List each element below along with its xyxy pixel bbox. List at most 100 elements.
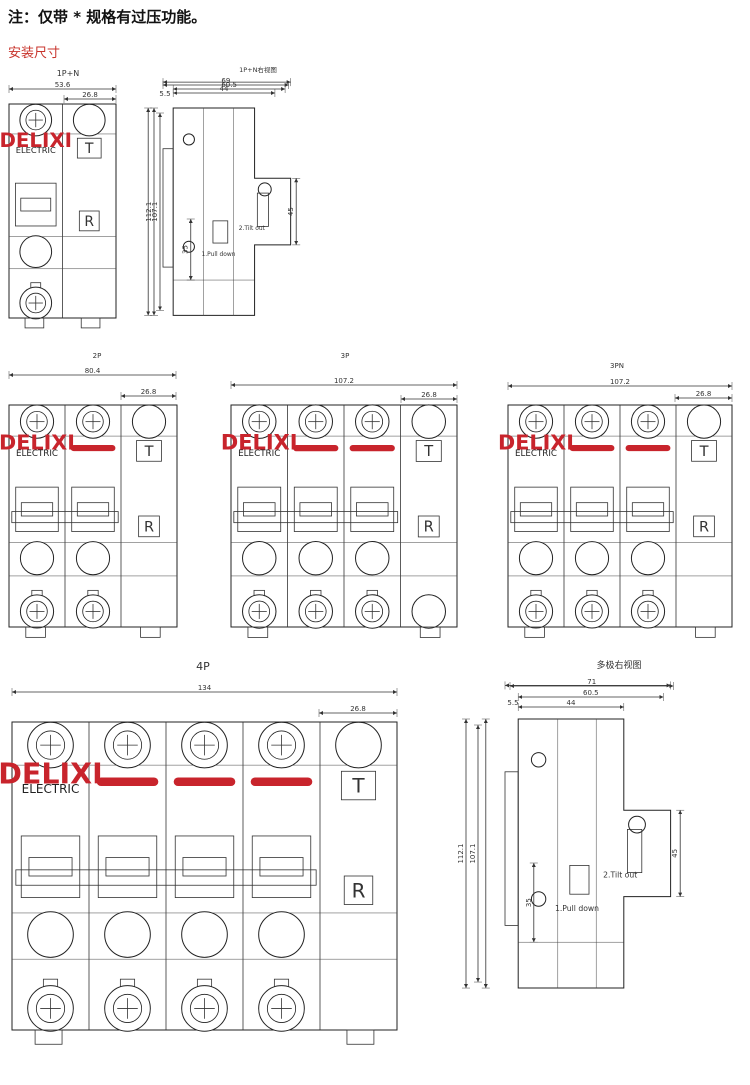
wire-entry xyxy=(104,911,151,958)
wire-entry xyxy=(181,911,228,958)
dimension-label: 60.5 xyxy=(583,689,599,697)
dimension-label: 45 xyxy=(671,849,679,858)
brand-sub: ELECTRIC xyxy=(238,449,280,459)
dimension-label: 107.1 xyxy=(151,202,159,222)
brand-logo: DELIXI xyxy=(0,758,103,791)
din-clip xyxy=(24,317,45,329)
switch-handle-grip xyxy=(28,857,73,877)
view-title: 1P+N右视图 xyxy=(239,65,277,74)
dimension-label: 112.1 xyxy=(145,202,153,222)
indicator-circle xyxy=(411,594,446,629)
dimension-label: 107.2 xyxy=(610,378,630,386)
reset-button xyxy=(78,210,100,232)
brand-sub: ELECTRIC xyxy=(16,145,56,155)
switch-handle xyxy=(293,486,338,532)
reset-button xyxy=(693,515,715,538)
brand-logo: DELIXI xyxy=(0,430,75,454)
rivet xyxy=(628,815,646,834)
view-title: 4P xyxy=(196,660,210,673)
dimension-label: 71 xyxy=(587,678,596,686)
reset-button-label: R xyxy=(699,520,709,536)
wire-entry xyxy=(75,541,111,576)
reset-button-label: R xyxy=(144,520,154,536)
test-button-label: T xyxy=(699,444,709,460)
switch-handle xyxy=(237,486,282,532)
switch-handle-grip xyxy=(356,502,389,517)
wire-entry xyxy=(574,541,610,576)
tie-bar xyxy=(15,869,317,886)
wire-entry xyxy=(298,540,333,576)
dimension-label: 26.8 xyxy=(696,390,712,398)
red-bar xyxy=(569,444,615,452)
dimension-label: 5.5 xyxy=(159,90,170,98)
view-title: 多极右视图 xyxy=(596,659,641,671)
dimension-label: 134 xyxy=(198,684,212,692)
wire-entry xyxy=(19,235,53,269)
indicator-circle xyxy=(131,404,167,439)
dimension-label: 107.1 xyxy=(469,843,477,863)
din-clip xyxy=(34,1029,63,1045)
pull-label: 1.Pull down xyxy=(555,904,599,913)
dimension-label: 112.1 xyxy=(457,843,465,863)
indicator-circle xyxy=(72,103,106,137)
dimension-label: 44 xyxy=(567,699,576,707)
switch-handle-grip xyxy=(20,502,54,517)
din-clip xyxy=(419,626,441,638)
brand-sub: ELECTRIC xyxy=(515,449,557,459)
din-clip xyxy=(346,1029,375,1045)
red-bar xyxy=(250,777,313,786)
brand-logo: DELIXI xyxy=(498,430,574,454)
switch-handle-grip xyxy=(182,857,227,877)
dimension-label: 69 xyxy=(221,77,230,85)
switch-handle xyxy=(20,835,81,898)
handle-outline xyxy=(212,220,229,244)
wire-entry xyxy=(518,541,554,576)
switch-handle xyxy=(570,486,614,532)
switch-handle-grip xyxy=(243,502,276,517)
red-bar xyxy=(96,777,159,786)
test-button xyxy=(76,137,102,159)
test-button-label: T xyxy=(144,444,154,460)
din-clip xyxy=(140,626,161,638)
side-label xyxy=(627,829,643,874)
brand-sub: ELECTRIC xyxy=(16,449,58,459)
dimension-label: 53.6 xyxy=(55,81,71,89)
switch-handle-grip xyxy=(105,857,150,877)
switch-handle xyxy=(514,486,558,532)
test-button-label: T xyxy=(351,774,365,798)
din-clip xyxy=(695,626,716,638)
reset-button xyxy=(138,515,160,538)
view-title: 2P xyxy=(93,352,102,360)
view-title: 1P+N xyxy=(57,69,80,78)
switch-handle xyxy=(626,486,670,532)
side-label xyxy=(256,192,269,227)
wire-entry xyxy=(630,541,666,576)
reset-button-label: R xyxy=(352,878,366,902)
tie-bar xyxy=(11,511,119,524)
view-title: 3PN xyxy=(610,362,624,370)
dimension-label: 60.5 xyxy=(221,81,237,89)
switch-handle-grip xyxy=(299,502,332,517)
wire-entry xyxy=(27,911,74,958)
reset-button-label: R xyxy=(424,519,434,536)
section-title: 安装尺寸 xyxy=(8,46,61,61)
brand-logo: DELIXI xyxy=(0,129,72,152)
switch-handle xyxy=(251,835,312,898)
switch-handle xyxy=(97,835,158,898)
tie-bar xyxy=(510,511,674,524)
red-bar xyxy=(70,444,116,452)
test-button-label: T xyxy=(423,443,433,460)
switch-handle xyxy=(15,486,59,532)
reset-button xyxy=(343,875,374,905)
reset-button-label: R xyxy=(84,214,94,230)
switch-handle xyxy=(71,486,115,532)
switch-handle-grip xyxy=(76,502,110,517)
wire-entry xyxy=(19,541,55,576)
switch-handle xyxy=(350,486,395,532)
wire-entry xyxy=(355,540,390,576)
din-clip xyxy=(247,626,269,638)
dimension-label: 26.8 xyxy=(350,705,366,713)
